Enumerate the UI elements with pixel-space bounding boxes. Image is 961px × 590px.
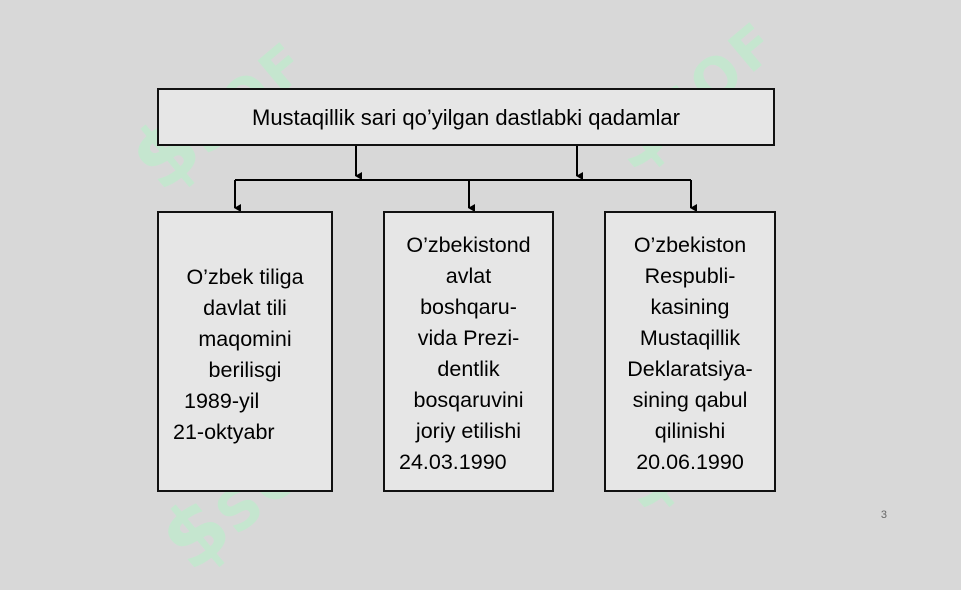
- box1-line: O’zbek tiliga: [186, 265, 304, 289]
- box2-line: bosqaruvini: [413, 388, 524, 412]
- page-number: 3: [880, 509, 887, 521]
- title-text: Mustaqillik sari qo’yilgan dastlabki qad…: [252, 104, 680, 130]
- box3-line: Respubli-: [644, 264, 736, 288]
- box1-line: berilisgi: [208, 358, 282, 382]
- box1-line: maqomini: [198, 327, 292, 351]
- connector-lines: [234, 146, 697, 212]
- event-box-1: O’zbek tiliga davlat tili maqomini beril…: [157, 211, 333, 492]
- event-box-3: O’zbekiston Respubli- kasining Mustaqill…: [604, 211, 776, 492]
- box3-line: 20.06.1990: [636, 450, 744, 474]
- box2-line: joriy etilishi: [415, 419, 522, 443]
- box3-line: Deklaratsiya-: [627, 357, 753, 381]
- box3-line: Mustaqillik: [639, 326, 741, 350]
- box2-line: avlat: [445, 264, 492, 288]
- box2-line: O’zbekistond: [406, 233, 531, 257]
- slide: $SOF $SOF $SOF $SOF Mustaqillik sari qo’…: [112, 9, 887, 590]
- title-box: Mustaqillik sari qo’yilgan dastlabki qad…: [157, 88, 775, 146]
- box1-line: 21-oktyabr: [173, 420, 275, 444]
- box3-line: sining qabul: [632, 388, 748, 412]
- event-box-2: O’zbekistond avlat boshqaru- vida Prezi-…: [383, 211, 554, 492]
- box2-line: boshqaru-: [420, 295, 517, 319]
- box2-line: vida Prezi-: [417, 326, 520, 350]
- box1-line: 1989-yil: [184, 389, 260, 413]
- box1-line: davlat tili: [203, 296, 287, 320]
- box3-line: kasining: [650, 295, 730, 319]
- box2-line: dentlik: [437, 357, 500, 381]
- box3-line: qilinishi: [654, 419, 726, 443]
- box3-line: O’zbekiston: [633, 233, 747, 257]
- box2-line: 24.03.1990: [399, 450, 507, 474]
